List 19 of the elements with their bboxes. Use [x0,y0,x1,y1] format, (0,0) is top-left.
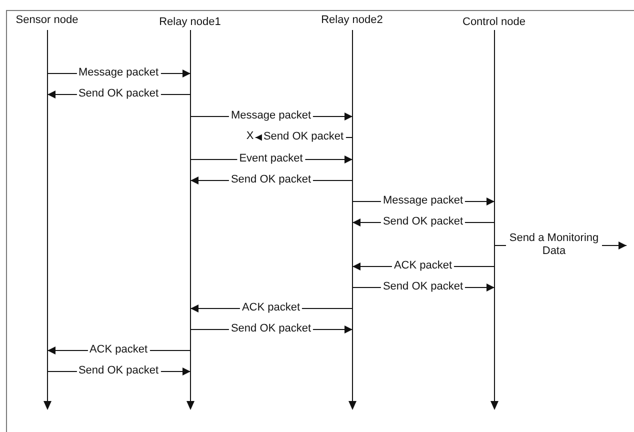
participant-label: Relay node2 [321,14,383,27]
edge-label: ACK packet [87,344,150,356]
edge-label: Send OK packet [380,216,466,228]
participant-label: Relay node1 [159,16,221,29]
edge-label: Send OK packet [228,174,314,186]
edge-label: Event packet [237,152,305,166]
edge-label: Send OK packet [76,88,161,100]
edge-label: Message packet [228,110,314,122]
edge-label: Send OK packet [76,364,161,378]
edge-label: Send OK packet [261,130,346,144]
edge-label: Message packet [380,194,466,208]
edge-label: ACK packet [240,302,302,314]
edge-label: Send OK packet [228,322,314,336]
edge-label: ACK packet [392,260,454,272]
edge-label: Message packet [76,66,161,80]
edge-label: Send OK packet [380,280,466,294]
participant-label: Control node [462,16,526,29]
participant-label: Sensor node [16,14,78,27]
lost-message-mark: X [246,130,254,143]
